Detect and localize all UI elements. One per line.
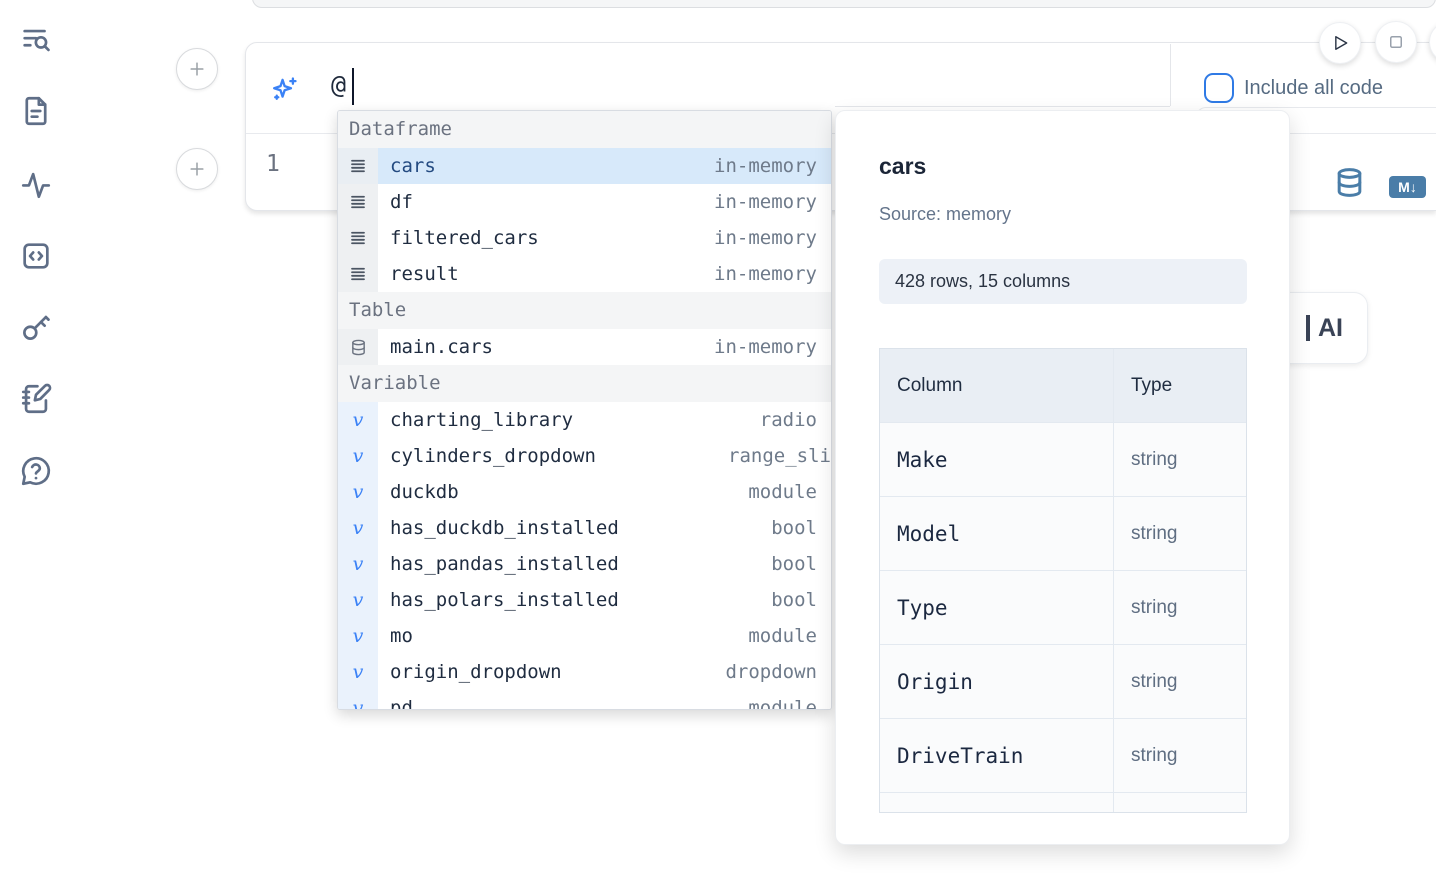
schema-row-origin: Origin string — [880, 644, 1246, 718]
column-header: Column — [897, 374, 963, 396]
completion-item-duckdb[interactable]: v duckdb module — [338, 474, 831, 510]
completion-item-has-polars-installed[interactable]: v has_polars_installed bool — [338, 582, 831, 618]
schema-table: Column Type Make string Model string Typ… — [879, 348, 1247, 813]
text-cursor — [352, 68, 354, 105]
clipped-letter-fragment — [1306, 315, 1310, 341]
table-database-icon — [338, 329, 378, 365]
completion-item-cars[interactable]: cars in-memory — [338, 148, 831, 184]
database-icon[interactable] — [1334, 167, 1365, 200]
input-bottom-border — [835, 106, 1170, 107]
variable-icon: v — [338, 690, 378, 709]
schema-row-partial — [880, 792, 1246, 812]
shape-badge: 428 rows, 15 columns — [879, 259, 1247, 304]
section-header-dataframe: Dataframe — [338, 111, 831, 148]
variable-icon: v — [338, 582, 378, 618]
preview-title: cars — [879, 153, 927, 179]
variable-icon: v — [338, 402, 378, 438]
markdown-convert-icon[interactable]: M↓ — [1389, 176, 1426, 198]
dataframe-rows-icon — [338, 220, 378, 256]
completion-item-charting-library[interactable]: v charting_library radio — [338, 402, 831, 438]
include-all-code-checkbox[interactable] — [1204, 73, 1234, 103]
key-icon[interactable] — [19, 310, 53, 344]
variable-icon: v — [338, 474, 378, 510]
completion-item-df[interactable]: df in-memory — [338, 184, 831, 220]
notebook-pen-icon[interactable] — [19, 382, 53, 416]
stop-button[interactable] — [1375, 21, 1417, 63]
schema-row-make: Make string — [880, 422, 1246, 496]
section-header-variable: Variable — [338, 365, 831, 402]
help-chat-icon[interactable] — [19, 454, 53, 488]
variable-icon: v — [338, 618, 378, 654]
schema-header-row: Column Type — [880, 349, 1246, 422]
preview-source: Source: memory — [879, 204, 1012, 224]
variable-icon: v — [338, 438, 378, 474]
autocomplete-popup: Dataframe cars in-memory df in-memory fi… — [337, 110, 832, 710]
ai-button-label: AI — [1318, 313, 1343, 342]
completion-item-main-cars[interactable]: main.cars in-memory — [338, 329, 831, 365]
variable-icon: v — [338, 654, 378, 690]
ai-prompt-input[interactable]: @ — [331, 70, 347, 99]
include-all-code-label: Include all code — [1244, 77, 1383, 99]
document-icon[interactable] — [19, 94, 53, 128]
dataframe-rows-icon — [338, 256, 378, 292]
dataframe-rows-icon — [338, 148, 378, 184]
completion-item-has-pandas-installed[interactable]: v has_pandas_installed bool — [338, 546, 831, 582]
activity-icon[interactable] — [19, 167, 53, 201]
dataframe-rows-icon — [338, 184, 378, 220]
completion-item-filtered-cars[interactable]: filtered_cars in-memory — [338, 220, 831, 256]
completion-item-result[interactable]: result in-memory — [338, 256, 831, 292]
completion-item-cylinders-dropdown[interactable]: v cylinders_dropdown range_slider — [338, 438, 831, 474]
completion-item-pd[interactable]: v pd module — [338, 690, 831, 709]
line-number: 1 — [266, 151, 280, 177]
section-header-table: Table — [338, 292, 831, 329]
variable-icon: v — [338, 546, 378, 582]
dataframe-preview-panel: cars Source: memory 428 rows, 15 columns… — [835, 110, 1290, 845]
prompt-divider — [1170, 44, 1171, 106]
code-square-icon[interactable] — [19, 239, 53, 273]
schema-row-model: Model string — [880, 496, 1246, 570]
schema-row-type: Type string — [880, 570, 1246, 644]
toc-search-icon[interactable] — [19, 24, 53, 58]
previous-cell-edge — [252, 0, 1436, 8]
add-cell-button-top[interactable] — [176, 48, 218, 90]
run-button[interactable] — [1319, 22, 1361, 64]
completion-item-origin-dropdown[interactable]: v origin_dropdown dropdown — [338, 654, 831, 690]
completion-item-mo[interactable]: v mo module — [338, 618, 831, 654]
ai-sparkles-icon — [269, 74, 300, 105]
completion-item-has-duckdb-installed[interactable]: v has_duckdb_installed bool — [338, 510, 831, 546]
schema-row-drivetrain: DriveTrain string — [880, 718, 1246, 792]
type-header: Type — [1113, 349, 1246, 422]
add-cell-button-bottom[interactable] — [176, 148, 218, 190]
variable-icon: v — [338, 510, 378, 546]
